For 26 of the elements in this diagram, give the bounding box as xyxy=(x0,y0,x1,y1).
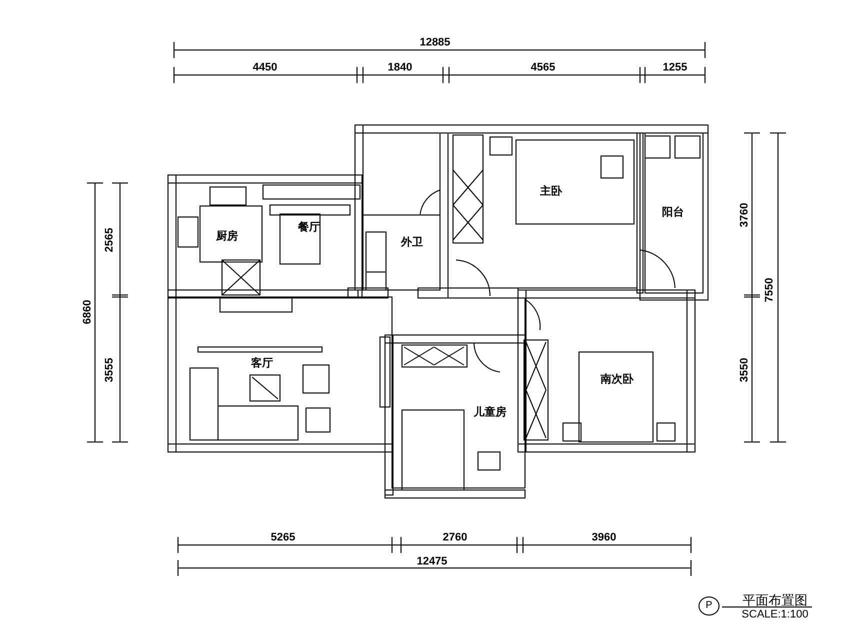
drawing-title: 平面布置图 xyxy=(742,594,808,606)
room-label: 厨房 xyxy=(216,232,238,242)
dimension-value: 5265 xyxy=(270,532,296,544)
dimension-value: 4450 xyxy=(252,62,278,74)
dimension-value: 3960 xyxy=(592,532,616,544)
room-label: 客厅 xyxy=(251,358,273,370)
dimension-value: 3760 xyxy=(740,202,750,228)
dimension-value: 12885 xyxy=(420,38,450,48)
scale-note: SCALE:1:100 xyxy=(742,610,808,620)
dimension-value: 1840 xyxy=(388,62,412,74)
dimension-value: 2760 xyxy=(442,532,468,544)
room-label: 餐厅 xyxy=(298,222,320,234)
dimension-value: 2565 xyxy=(104,228,116,252)
dimension-value: 7550 xyxy=(764,278,776,302)
dimension-value: 1255 xyxy=(662,62,688,74)
dimension-value: 3555 xyxy=(104,358,116,382)
dimension-value: 6860 xyxy=(82,300,94,324)
room-label: 阳台 xyxy=(662,208,684,218)
dimension-value: 12475 xyxy=(416,556,448,568)
room-label: 南次卧 xyxy=(600,374,634,386)
symbol-letter: P xyxy=(699,596,719,614)
room-label: 外卫 xyxy=(401,238,423,248)
dimension-value: 4565 xyxy=(530,62,556,74)
room-label: 儿童房 xyxy=(474,408,506,418)
dimension-value: 3550 xyxy=(740,358,750,382)
room-label: 主卧 xyxy=(540,186,562,198)
